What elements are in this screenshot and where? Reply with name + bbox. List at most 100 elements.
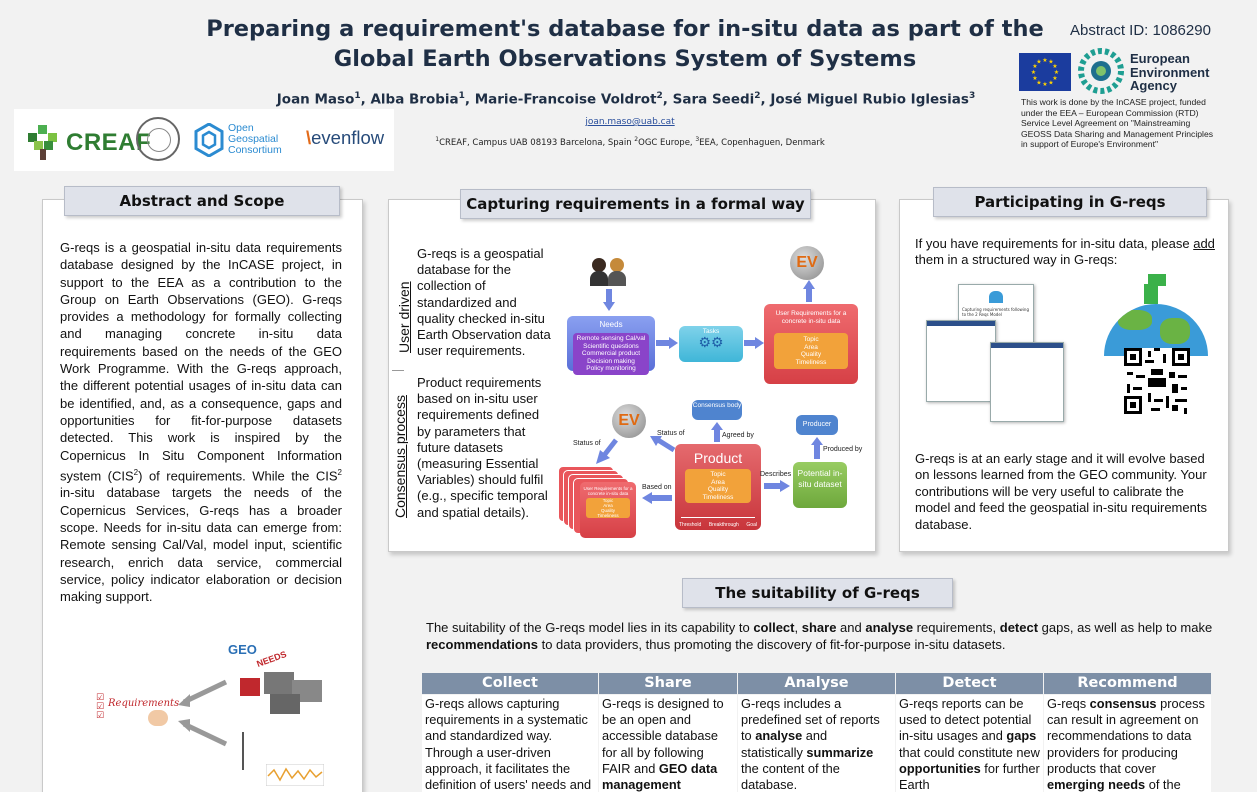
ogc-text-2: Geospatial (228, 133, 279, 145)
affiliation-text: OGC Europe, (638, 137, 696, 148)
section-divider (392, 370, 404, 371)
evenflow-logo: \evenflow (306, 127, 384, 149)
arrow-down-icon-people (603, 289, 615, 311)
emphasis-text: recommendations (426, 636, 538, 652)
affiliation-sup: 1 (435, 136, 440, 143)
capturing-para-2: Product requirements based on in-situ us… (417, 375, 548, 520)
ogc-logo: Open Geospatial Consortium (194, 121, 302, 161)
arrow-icon-lower (178, 719, 228, 747)
product-title: Product (693, 450, 743, 466)
svg-text:★: ★ (1048, 80, 1053, 87)
body-text: G-reqs reports can be used to detect pot… (899, 696, 1032, 744)
body-text: the content of the database. (741, 760, 840, 792)
hand-writing-icon (148, 710, 168, 726)
emphasis-text: analyse (755, 728, 803, 744)
svg-text:★: ★ (1042, 81, 1047, 88)
column-header-recommend: Recommend (1044, 673, 1211, 694)
suitability-intro: The suitability of the G-reqs model lies… (426, 620, 1216, 653)
university-seal-icon (136, 117, 180, 161)
evenflow-mark: \ (306, 127, 312, 148)
breakthrough-label: Breakthrough (708, 522, 739, 528)
author-name: Sara Seedi (672, 91, 755, 108)
abstract-text-1: G-reqs is a geospatial in-situ data requ… (60, 240, 342, 484)
consensus-body-box: Consensus body (692, 400, 742, 420)
stack-items: Topic Area Quality Timeliness (586, 498, 630, 518)
participating-intro-2: them in a structured way in G-reqs: (915, 252, 1118, 268)
emphasis-text: emerging needs (1047, 777, 1146, 792)
abstract-id: Abstract ID: 1086290 (1070, 22, 1211, 39)
emphasis-text: gaps (1006, 728, 1037, 744)
needs-title: Needs (599, 320, 623, 329)
emphasis-text: collect (753, 620, 795, 635)
affiliation-sup: 2 (634, 136, 639, 143)
capturing-panel-title: Capturing requirements in a formal way (460, 189, 811, 219)
producer-box: Producer (796, 415, 838, 435)
needs-items: Remote sensing Cal/val Scientific questi… (573, 333, 649, 375)
eea-line-3: Agency (1130, 78, 1177, 93)
svg-text:★: ★ (1052, 75, 1057, 82)
creaf-logo: CREAF (24, 123, 151, 160)
arrow-right-icon-potential (764, 480, 790, 492)
abstract-text: G-reqs is a geospatial in-situ data requ… (60, 239, 342, 606)
eea-line-1: European (1130, 51, 1190, 66)
title-line-2: Global Earth Observations System of Syst… (333, 46, 917, 72)
label-describes: Describes (760, 471, 792, 478)
potential-dataset-box: Potential in-situ dataset (793, 462, 847, 508)
body-text: G-reqs allows capturing requirements in … (425, 696, 592, 792)
dino-icon (1142, 274, 1168, 308)
body-text: G-reqs is designed to be an open and acc… (602, 696, 724, 776)
column-body-analyse: G-reqs includes a predefined set of repo… (738, 695, 895, 792)
participating-intro-1: If you have requirements for in-situ dat… (915, 236, 1194, 251)
label-status-of-1: Status of (573, 440, 601, 447)
body-text: and (836, 620, 866, 635)
add-link[interactable]: add (1193, 236, 1215, 251)
evenflow-wordmark: evenflow (311, 127, 385, 148)
author-name: Alba Brobia (370, 91, 459, 108)
requirements-stack-front: User Requirements for a concrete in-situ… (580, 482, 636, 538)
needs-label: NEEDS (255, 648, 288, 670)
user-req-items: Topic Area Quality Timeliness (774, 333, 848, 369)
label-based-on: Based on (642, 484, 672, 491)
body-text: The suitability of the G-reqs model lies… (426, 620, 754, 635)
user-driven-label: User driven (396, 281, 412, 353)
arrow-right-icon-tasks (656, 337, 678, 349)
body-text: to data providers, thus promoting the di… (537, 636, 1006, 652)
qr-code[interactable] (1124, 348, 1190, 414)
emphasis-text: GEO data management (602, 760, 718, 792)
column-header-collect: Collect (422, 673, 598, 694)
column-header-detect: Detect (896, 673, 1043, 694)
label-produced-by: Produced by (823, 446, 863, 453)
goal-label: Goal (746, 522, 757, 528)
column-header-analyse: Analyse (738, 673, 895, 694)
ogc-text-3: Consortium (228, 144, 282, 156)
checklist-icon: ☑☑☑ (96, 693, 105, 721)
geo-logo: GEO (228, 642, 257, 657)
author-affiliation-sup: 1 (458, 91, 465, 101)
arrow-diag-icon-left (596, 438, 618, 464)
emphasis-text: share (801, 620, 837, 635)
body-text: that could constitute new (899, 744, 1040, 760)
arrow-up-icon-producer (811, 437, 823, 459)
column-body-recommend: G-reqs consensus process can result in a… (1044, 695, 1211, 792)
threshold-label: Threshold (679, 522, 702, 528)
people-icon (590, 258, 630, 286)
column-body-share: G-reqs is designed to be an open and acc… (599, 695, 737, 792)
funding-note: This work is done by the InCASE project,… (1021, 97, 1214, 149)
svg-text:★: ★ (1042, 57, 1047, 64)
form-screenshot-right (990, 342, 1064, 422)
ev-badge-bottom: EV (612, 404, 646, 438)
column-header-share: Share (599, 673, 737, 694)
affiliation-sup: 3 (695, 136, 700, 143)
form-doc-title: Capturing requirements following to the … (962, 307, 1030, 317)
participating-panel-title: Participating in G-reqs (933, 187, 1207, 217)
arrow-up-icon-ev (803, 280, 815, 302)
needs-cluster-icon (240, 672, 324, 716)
form-screenshots: Capturing requirements following to the … (926, 284, 1066, 424)
author-email-link[interactable]: joan.maso@uab.cat (585, 117, 675, 127)
author-name: Joan Maso (276, 91, 355, 108)
title-line-1: Preparing a requirement's database for i… (206, 16, 1044, 42)
suitability-title: The suitability of G-reqs (682, 578, 953, 608)
greqs-mascot-globe (1104, 274, 1208, 358)
form-screenshot-left (926, 320, 996, 402)
eea-line-2: Environment (1130, 64, 1210, 80)
